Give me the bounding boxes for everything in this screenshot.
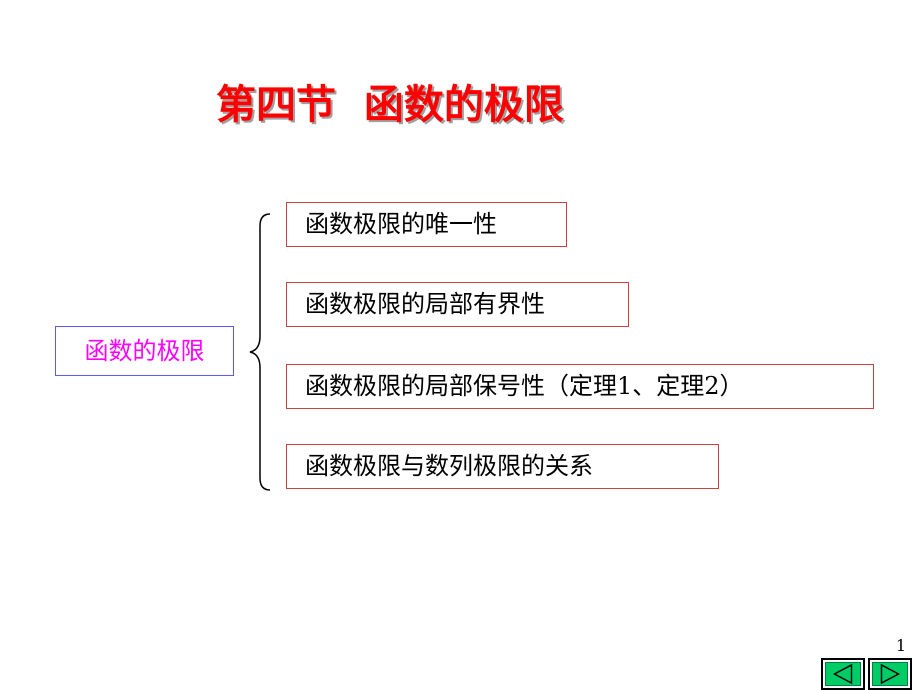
page-number: 1: [895, 636, 906, 655]
outline-item-local-boundedness: 函数极限的局部有界性: [286, 282, 629, 327]
outline-item-label: 函数极限的局部有界性: [305, 290, 545, 318]
outline-item-local-sign-preservation: 函数极限的局部保号性（定理1、定理2）: [286, 364, 874, 409]
curly-brace: [249, 213, 271, 491]
triangle-left-icon: [832, 663, 853, 685]
outline-item-label: 函数极限的唯一性: [305, 210, 497, 238]
curly-brace-path: [249, 213, 271, 491]
next-slide-button-face: [872, 662, 908, 686]
main-topic-label: 函数的极限: [84, 337, 205, 365]
outline-item-label: 函数极限与数列极限的关系: [305, 452, 593, 480]
outline-item-label: 函数极限的局部保号性（定理1、定理2）: [305, 372, 744, 400]
outline-item-uniqueness: 函数极限的唯一性: [286, 202, 567, 247]
triangle-right-icon: [880, 663, 901, 685]
prev-slide-button-face: [825, 662, 861, 686]
outline-item-sequence-relation: 函数极限与数列极限的关系: [286, 444, 719, 489]
prev-slide-button[interactable]: [821, 658, 865, 690]
next-slide-button[interactable]: [868, 658, 912, 690]
slide-title: 第四节 函数的极限: [216, 82, 564, 128]
main-topic-box: 函数的极限: [55, 326, 234, 376]
